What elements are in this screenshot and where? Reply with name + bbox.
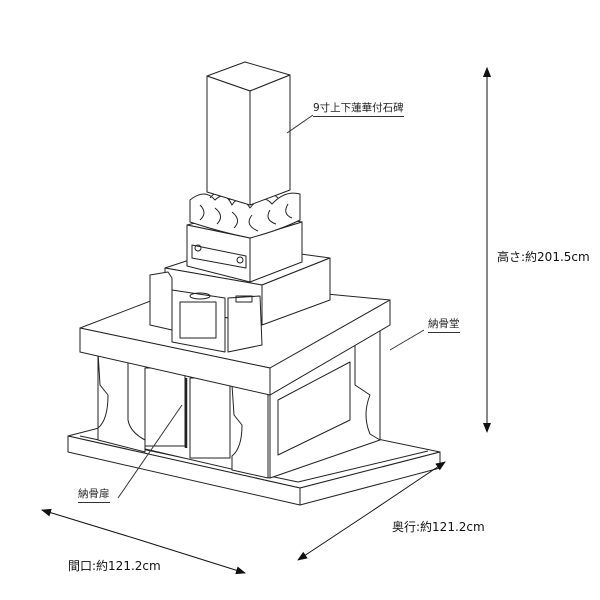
width-arrow-left xyxy=(41,508,141,541)
width-dimension: 間口:約121.2cm xyxy=(68,559,161,573)
width-arrow-right xyxy=(139,539,246,575)
depth-dimension: 奥行:約121.2cm xyxy=(392,520,485,534)
depth-arrow-down xyxy=(297,510,373,561)
ossuary-door-label: 納骨扉 xyxy=(78,486,110,503)
leader-lines xyxy=(117,114,425,499)
ossuary-body xyxy=(97,329,381,479)
height-dimension: 高さ:約201.5cm xyxy=(497,250,590,264)
depth-arrow-up xyxy=(371,461,446,512)
monument-label: 9寸上下蓮華付石碑 xyxy=(313,100,404,117)
ossuary-label: 納骨堂 xyxy=(428,316,460,333)
monument-pillar xyxy=(206,61,291,206)
dimension-arrows xyxy=(41,67,491,575)
incense-and-vases xyxy=(149,271,263,353)
